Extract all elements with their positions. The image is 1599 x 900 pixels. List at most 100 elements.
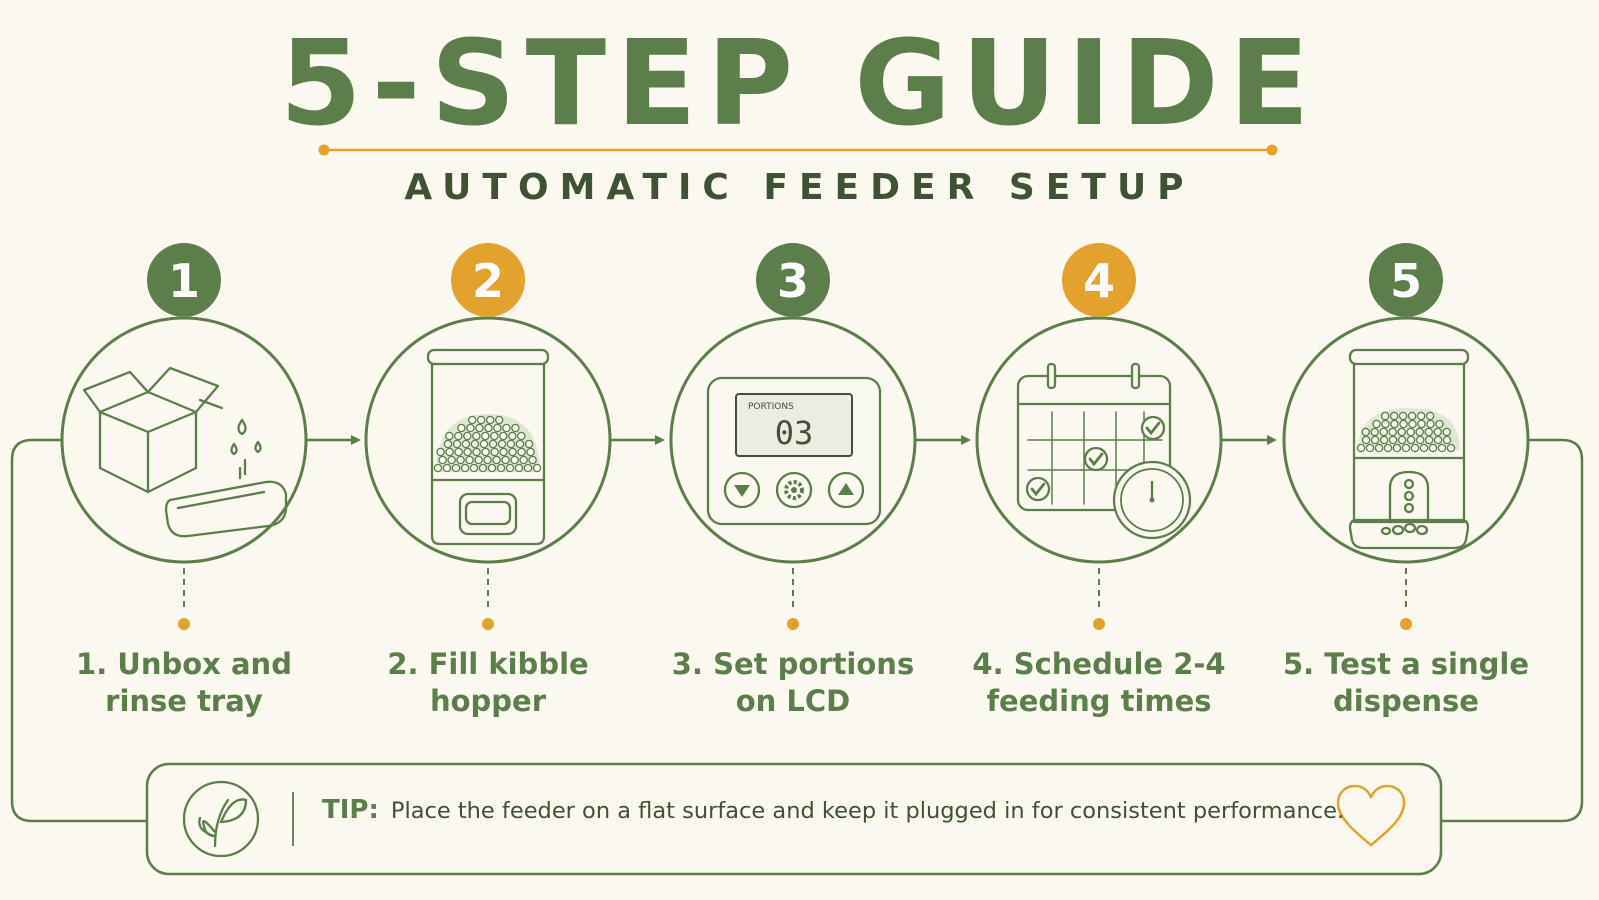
kibble-pellet [1388, 435, 1398, 445]
kibble-pellet [1406, 435, 1416, 445]
kibble-pellet [461, 439, 471, 449]
kibble-pellet [1379, 435, 1389, 445]
kibble-pellet [488, 439, 498, 449]
step-label-3: 3. Set portions on LCD [663, 646, 923, 720]
kibble-pellet [485, 415, 495, 425]
kibble-pellet [1424, 427, 1433, 437]
kibble-pellet [1419, 443, 1429, 453]
step-label-5: 5. Test a single dispense [1276, 646, 1536, 720]
step-3: 3 PORTIONS 03 [669, 243, 917, 630]
kibble-pellet [1392, 443, 1402, 453]
kibble-pellet [1416, 411, 1426, 421]
kibble-pellet [493, 423, 502, 433]
kibble-pellet [1356, 443, 1366, 453]
kibble-pellet [1425, 411, 1435, 421]
kibble-pellet [524, 439, 534, 449]
kibble-pellet [1370, 427, 1379, 437]
step-badge-1 [147, 243, 221, 317]
kibble-pellet [1417, 419, 1426, 429]
kibble-pellet [438, 455, 447, 465]
kibble-pellet [1397, 435, 1407, 445]
kibble-pellet [490, 431, 499, 441]
step-4: 4 [975, 243, 1223, 630]
heart-icon [1336, 784, 1406, 847]
check-icon [1083, 446, 1109, 472]
step-label-line: on LCD [735, 684, 851, 718]
kibble-pellet [1380, 411, 1390, 421]
kibble-pellet [465, 455, 474, 465]
lcd-panel-icon: PORTIONS 03 [706, 376, 882, 526]
kibble-pellet [494, 415, 504, 425]
step-label-line: dispense [1333, 684, 1479, 718]
kibble-pellet [1390, 419, 1399, 429]
kibble-pellet [1424, 435, 1434, 445]
kibble-pellet [502, 423, 511, 433]
page-title: 5-STEP GUIDE [279, 14, 1320, 152]
step-label-line: 2. Fill kibble [387, 647, 589, 681]
kibble-pellet [467, 415, 477, 425]
step-label-line: rinse tray [105, 684, 263, 718]
gear-button-icon [775, 471, 813, 509]
clock-icon [1112, 460, 1192, 540]
kibble-pellet [1406, 427, 1415, 437]
kibble-pellet [1435, 419, 1444, 429]
kibble-pellet [1442, 427, 1451, 437]
check-icon [1140, 415, 1166, 441]
step-label-line: 1. Unbox and [76, 647, 292, 681]
lcd-caption: PORTIONS [748, 402, 794, 412]
up-button-icon [827, 471, 865, 509]
kibble-pellet [1365, 443, 1375, 453]
kibble-pellet [1383, 443, 1393, 453]
kibble-pellet [1372, 419, 1381, 429]
kibble-pellet [475, 423, 484, 433]
kibble-pellet [528, 455, 537, 465]
kibble-pellet [454, 447, 463, 457]
kibble-pellet [472, 447, 481, 457]
kibble-pellet [445, 431, 454, 441]
kibble-pellet [1381, 419, 1390, 429]
kibble-pellet [433, 463, 443, 473]
down-button-icon [723, 471, 761, 509]
step-2: 2 [364, 243, 612, 630]
kibble-pellet [497, 439, 507, 449]
kibble-pellet [436, 447, 445, 457]
kibble-pellet [511, 423, 520, 433]
step-badge-4 [1062, 243, 1136, 317]
step-number-1: 1 [168, 254, 200, 308]
step-5: 5 [1282, 243, 1530, 630]
kibble-pellet [469, 463, 479, 473]
kibble-pellet [472, 431, 481, 441]
kibble-pellet [447, 455, 456, 465]
page-subtitle: AUTOMATIC FEEDER SETUP [404, 167, 1195, 208]
step-badge-2 [451, 243, 525, 317]
kibble-pellet [1408, 419, 1417, 429]
kibble-pellet [501, 455, 510, 465]
kibble-pellet [454, 431, 463, 441]
kibble-pellet [470, 439, 480, 449]
kibble-pellet [508, 431, 517, 441]
kibble-pellet [1446, 443, 1456, 453]
kibble-pellet [463, 431, 472, 441]
kibble-pellets [433, 415, 542, 473]
kibble-pellet [532, 463, 542, 473]
kibble-pellet [1415, 427, 1424, 437]
kibble-pellet [452, 439, 462, 449]
kibble-pellet [517, 447, 526, 457]
step-number-4: 4 [1083, 254, 1115, 308]
kibble-pellet [1410, 443, 1420, 453]
kibble-pellet [490, 447, 499, 457]
step-label-line: feeding times [986, 684, 1212, 718]
kibble-pellet [1374, 443, 1384, 453]
kibble-pellet [526, 447, 535, 457]
kibble-pellet [445, 447, 454, 457]
loop-connector-left [10, 438, 147, 823]
step-label-line: hopper [429, 684, 547, 718]
kibble-pellet [499, 431, 508, 441]
kibble-pellet [1433, 435, 1443, 445]
title-underline [318, 144, 1278, 156]
tip-message: TIP:Place the feeder on a flat surface a… [322, 788, 1344, 832]
kibble-pellet [492, 455, 501, 465]
kibble-pellet [1401, 443, 1411, 453]
kibble-pellet [1433, 427, 1442, 437]
kibble-pellet [460, 463, 470, 473]
